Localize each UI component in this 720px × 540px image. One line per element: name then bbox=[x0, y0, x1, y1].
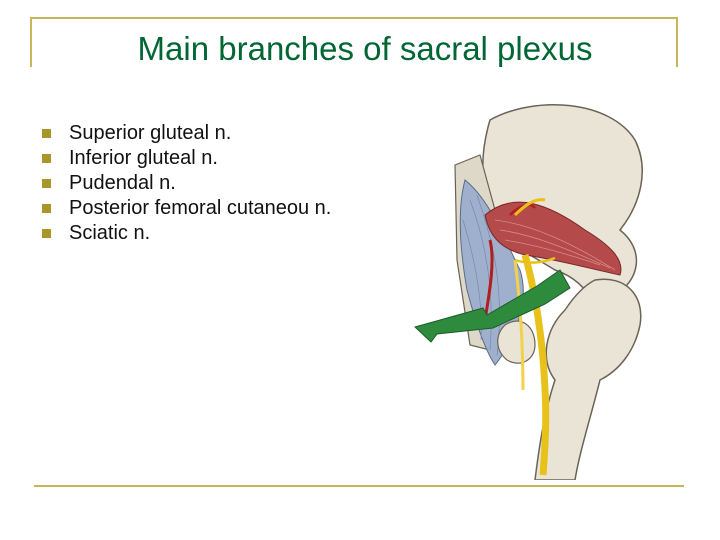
bullet-square-icon bbox=[42, 204, 51, 213]
bullet-list: Superior gluteal n. Inferior gluteal n. … bbox=[42, 121, 331, 246]
bullet-square-icon bbox=[42, 179, 51, 188]
bullet-square-icon bbox=[42, 229, 51, 238]
sciatic-nerve bbox=[521, 254, 550, 476]
bullet-text: Pudendal n. bbox=[69, 172, 176, 194]
bullet-text: Sciatic n. bbox=[69, 222, 151, 244]
posterior-femoral-cutaneous-nerve bbox=[513, 259, 525, 391]
bullet-item: Posterior femoral cutaneou n. bbox=[42, 196, 331, 221]
pudendal-pathway-arrow bbox=[414, 269, 571, 343]
frame-left-line bbox=[30, 17, 32, 67]
piriformis-muscle bbox=[484, 201, 622, 276]
bullet-text: Superior gluteal n. bbox=[69, 122, 232, 144]
bullet-square-icon bbox=[42, 154, 51, 163]
bullet-item: Superior gluteal n. bbox=[42, 121, 331, 146]
superior-gluteal-nerve bbox=[513, 198, 546, 217]
frame-bottom-line bbox=[34, 485, 684, 487]
frame-top-line bbox=[30, 17, 678, 19]
bullet-item: Pudendal n. bbox=[42, 171, 331, 196]
frame-right-line bbox=[676, 17, 678, 67]
ischial-tuberosity bbox=[497, 320, 536, 364]
femur bbox=[534, 278, 642, 480]
bullet-text: Posterior femoral cutaneou n. bbox=[69, 197, 332, 219]
slide-title: Main branches of sacral plexus bbox=[137, 30, 593, 67]
bullet-square-icon bbox=[42, 129, 51, 138]
gluteal-artery bbox=[483, 239, 494, 321]
sacral-plexus-illustration bbox=[414, 104, 643, 480]
bullet-text: Inferior gluteal n. bbox=[69, 147, 218, 169]
bullet-item: Sciatic n. bbox=[42, 221, 331, 246]
bullet-item: Inferior gluteal n. bbox=[42, 146, 331, 171]
